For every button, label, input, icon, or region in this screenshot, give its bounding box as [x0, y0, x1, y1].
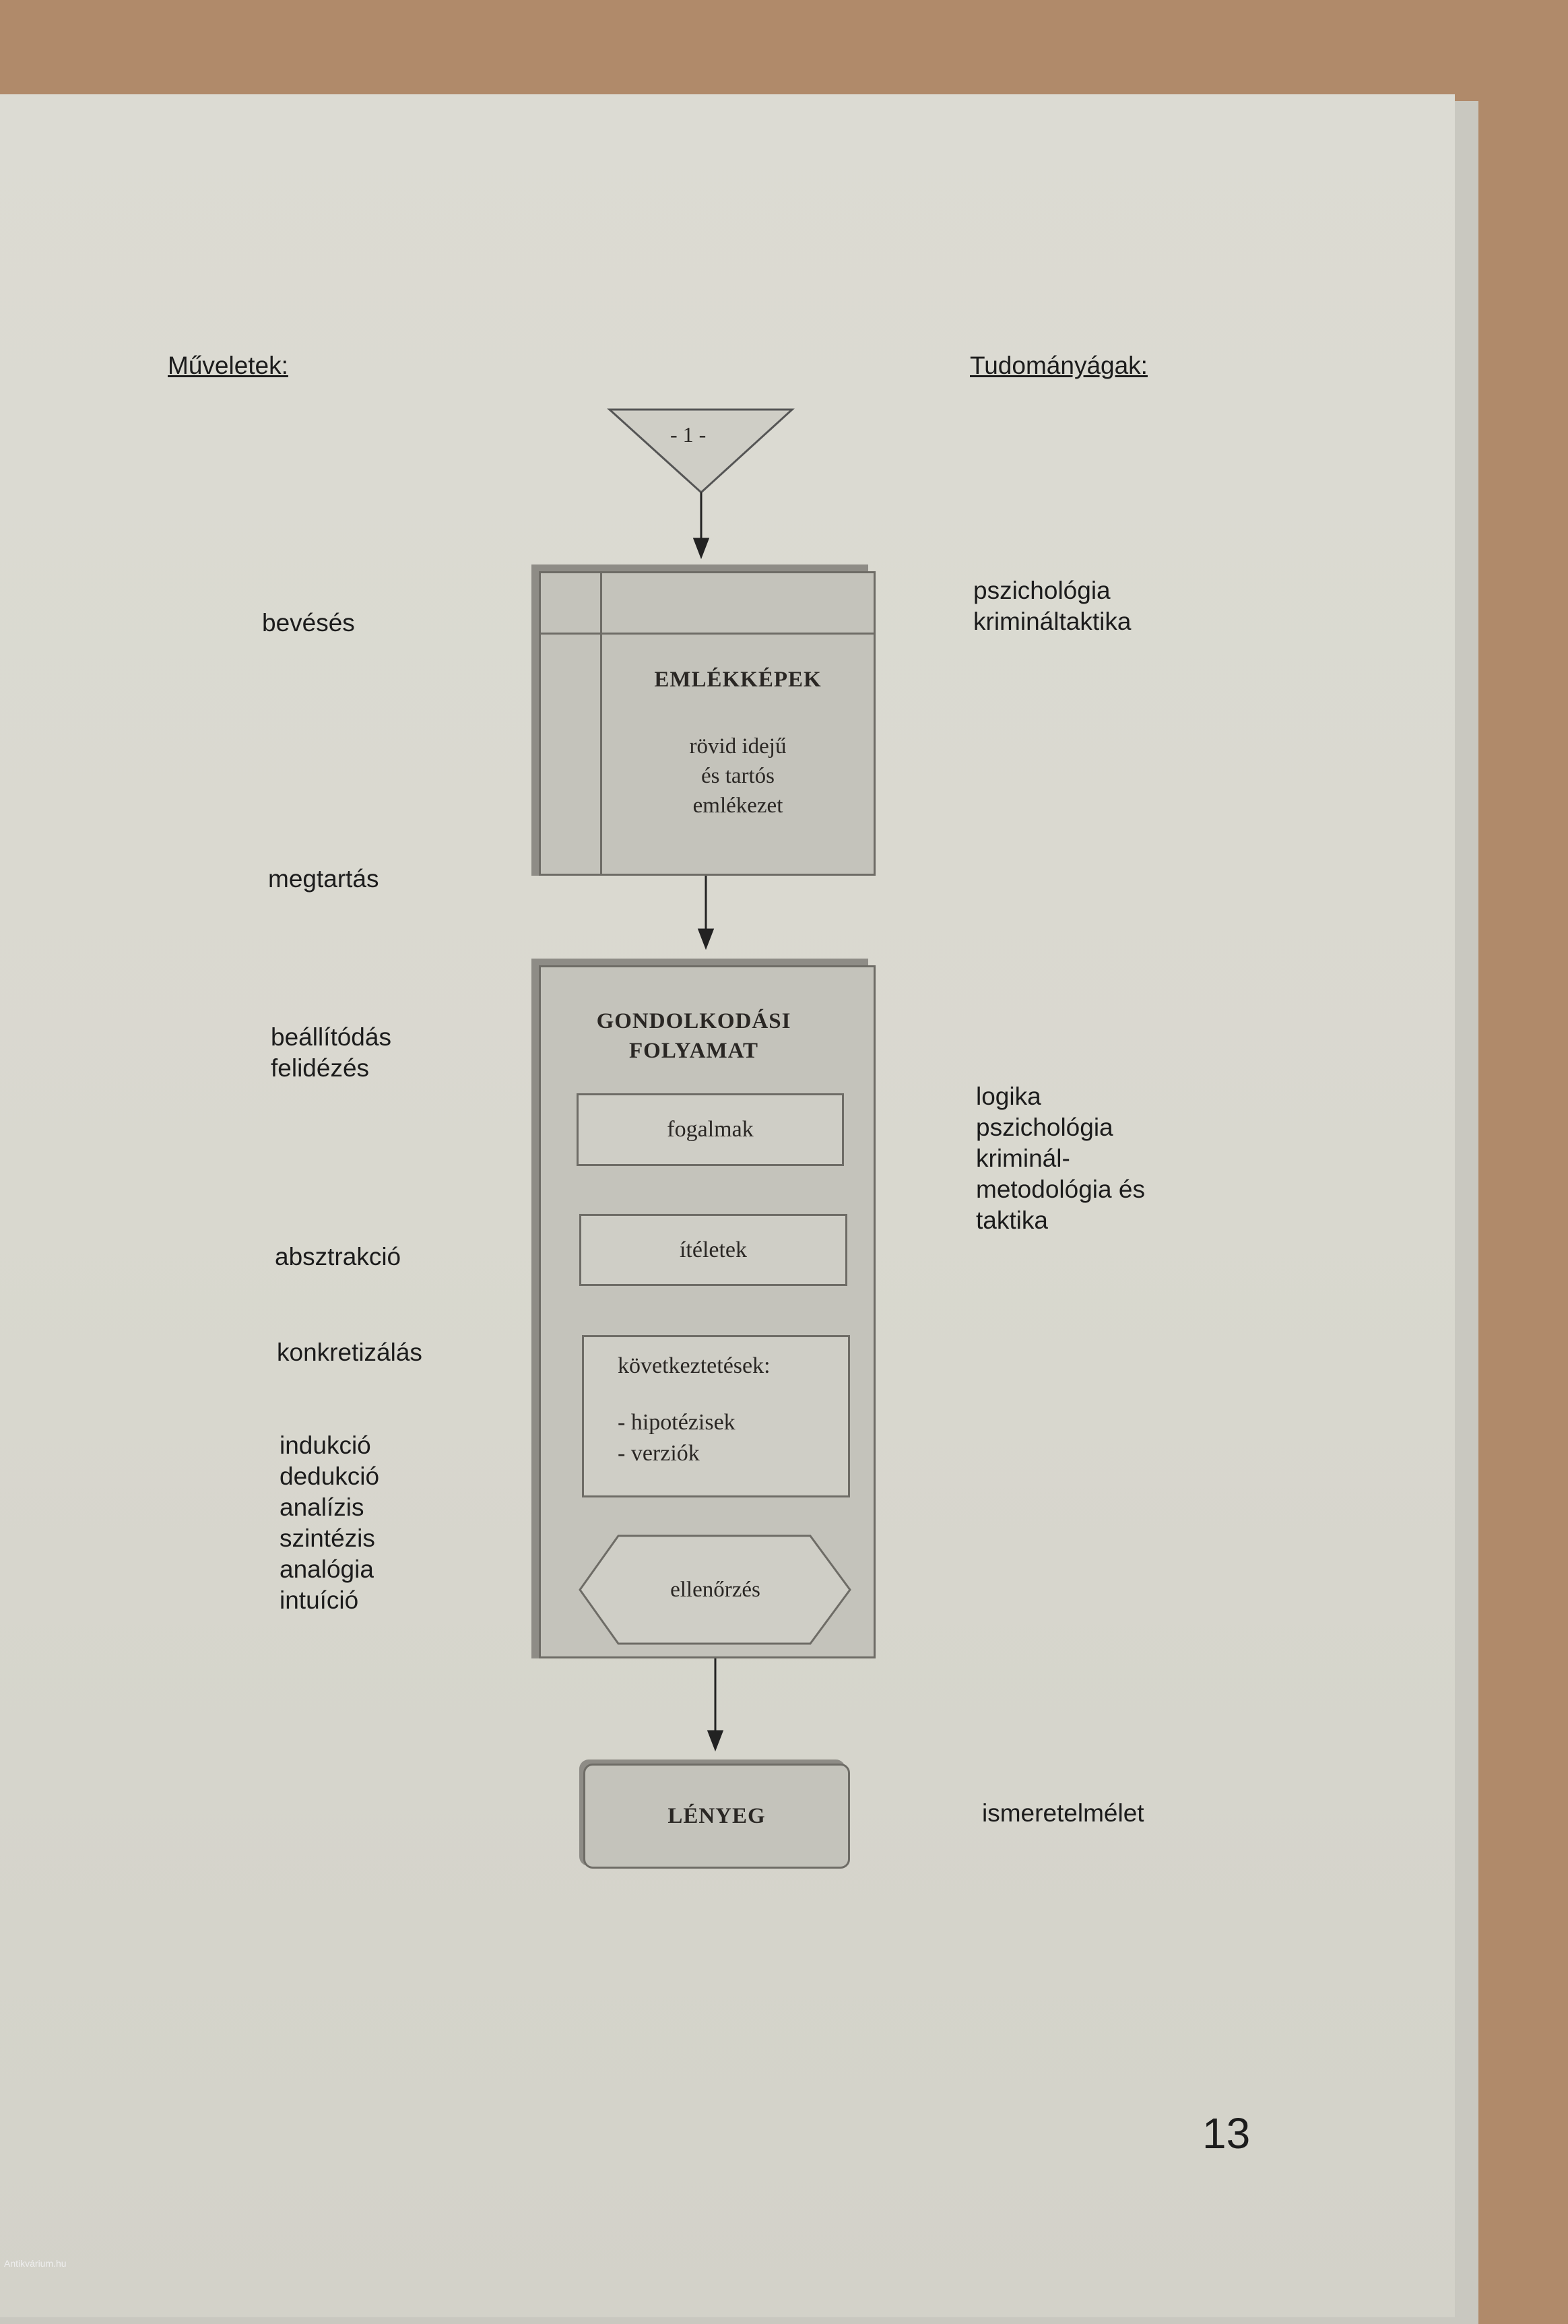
op-recall: beállítódás felidézés: [271, 1022, 391, 1084]
science: taktika: [976, 1206, 1048, 1234]
sciences-header: Tudományágak:: [970, 352, 1148, 379]
method: indukció: [280, 1431, 371, 1459]
science: pszichológia: [976, 1113, 1113, 1141]
memory-box-hline: [541, 633, 874, 635]
title-line: GONDOLKODÁSI: [596, 1009, 791, 1033]
sci-thinking: logika pszichológia kriminál- metodológi…: [976, 1081, 1145, 1236]
arrow-6: [707, 1658, 724, 1752]
method: intuíció: [280, 1586, 359, 1614]
arrow-1: [692, 492, 710, 560]
start-label: - 1 -: [670, 422, 707, 447]
sci-memory: pszichológia kriminált­aktika: [973, 575, 1131, 637]
memory-line: rövid idejű: [689, 734, 787, 758]
page-number: 13: [1202, 2109, 1251, 2158]
method: dedukció: [280, 1462, 380, 1490]
op-concretization: konkretizálás: [277, 1338, 422, 1366]
op-retention: megtartás: [268, 865, 379, 893]
conclusion-item: - verziók: [618, 1441, 700, 1466]
memory-line: és tartós: [700, 764, 775, 788]
memory-box-title: EMLÉKKÉPEK: [654, 668, 822, 692]
science: pszichológia: [973, 577, 1111, 604]
memory-box-text: rövid idejű és tartós emlékezet: [602, 732, 874, 820]
conclusion-item: - hipotézisek: [618, 1410, 736, 1435]
method: analógia: [280, 1555, 374, 1583]
science: logika: [976, 1083, 1041, 1110]
memory-box-vline: [600, 573, 602, 874]
step-judgements: ítéletek: [579, 1214, 847, 1286]
science: kriminál-: [976, 1144, 1070, 1172]
memory-box: EMLÉKKÉPEK rövid idejű és tartós emlékez…: [539, 571, 876, 876]
sci-essence: ismeretelmélet: [982, 1799, 1144, 1827]
step-concepts: fogalmak: [577, 1093, 844, 1166]
op-methods: indukció dedukció analízis szintézis ana…: [280, 1430, 379, 1616]
step-conclusions: következtetések: - hipotézisek - verziók: [582, 1335, 850, 1497]
thinking-box-title: GONDOLKODÁSI FOLYAMAT: [541, 1006, 847, 1066]
watermark: Antikvárium.hu: [4, 2258, 67, 2269]
arrow-2: [697, 876, 715, 950]
start-triangle: [607, 408, 795, 494]
memory-line: emlékezet: [692, 794, 783, 818]
result-box: LÉNYEG: [583, 1764, 850, 1869]
title-line: FOLYAMAT: [629, 1039, 758, 1063]
op-abstraction: absztrakció: [275, 1243, 401, 1270]
check-hexagon: [579, 1535, 851, 1645]
method: analízis: [280, 1493, 364, 1521]
operations-header: Műveletek:: [168, 352, 288, 379]
check-label: ellenőrzés: [670, 1578, 760, 1602]
op-line: felidézés: [271, 1054, 370, 1082]
science: metodológia és: [976, 1175, 1145, 1203]
method: szintézis: [280, 1524, 375, 1552]
conclusions-title: következtetések:: [618, 1353, 771, 1378]
science: kriminált­aktika: [973, 608, 1132, 635]
op-line: beállítódás: [271, 1023, 391, 1051]
op-engraving: bevésés: [262, 609, 355, 637]
